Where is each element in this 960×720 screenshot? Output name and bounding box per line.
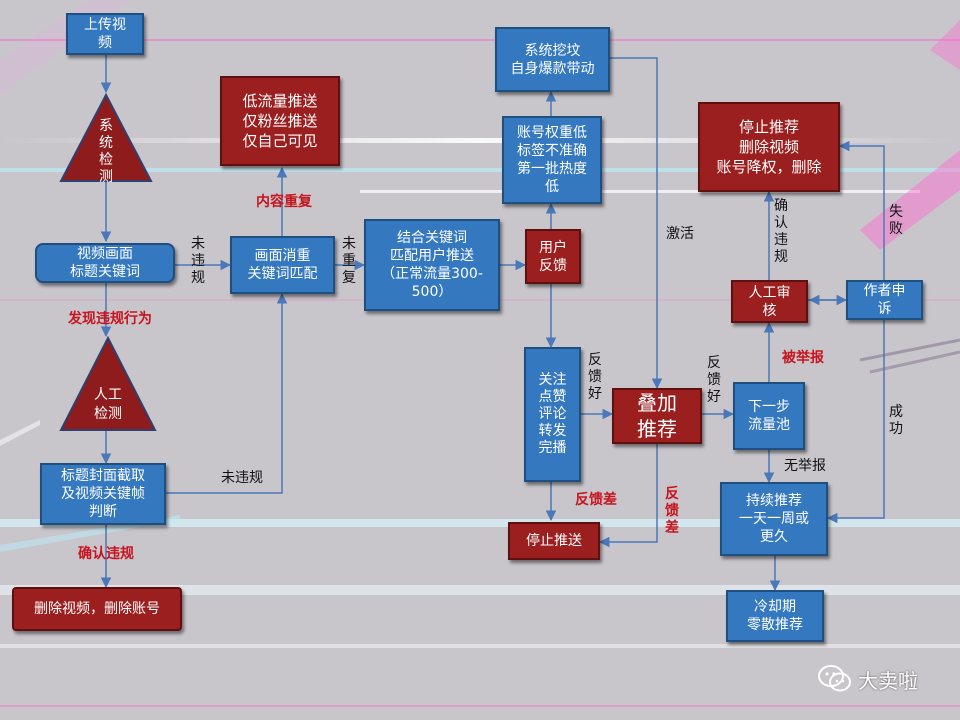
wechat-icon	[818, 665, 851, 692]
label-not-violate-1: 未 违 规	[191, 236, 205, 286]
arrow-mine-to-stack	[610, 57, 663, 390]
node-delete-video-account: 删除视频，删除账号	[12, 587, 182, 631]
label-content-duplicate: 内容重复	[256, 194, 312, 210]
arrow-appeal-to-stoprec	[838, 140, 885, 280]
label-confirm-violation: 确认违规	[78, 546, 134, 562]
node-next-traffic-pool: 下一步 流量池	[733, 382, 805, 450]
label-feedback-good-2: 反 馈 好	[707, 355, 721, 405]
node-cover-frame-check: 标题封面截取 及视频关键帧 判断	[40, 463, 166, 525]
node-system-mining: 系统挖坟 自身爆款带动	[495, 27, 610, 92]
label-feedback-good-1: 反 馈 好	[588, 352, 602, 402]
node-user-feedback: 用户 反馈	[525, 229, 581, 284]
triangle-manual-check	[59, 336, 157, 431]
label-not-reported: 无举报	[784, 458, 826, 474]
arrow-cover-to-dedup	[166, 292, 288, 494]
node-dedup-match: 画面消重 关键词匹配	[230, 236, 335, 294]
watermark-text: 大卖啦	[858, 668, 918, 693]
node-video-title-keywords: 视频画面 标题关键词	[35, 243, 175, 283]
label-feedback-bad-1: 反馈差	[575, 492, 617, 508]
label-fail: 失 败	[889, 204, 903, 237]
triangle-system-check	[59, 93, 153, 182]
node-manual-review: 人工审 核	[731, 280, 808, 323]
node-engagement: 关注 点赞 评论 转发 完播	[524, 347, 581, 482]
node-upload-video: 上传视 频	[66, 13, 144, 55]
node-author-appeal: 作者申 诉	[846, 280, 923, 320]
label-not-duplicate: 未 重 复	[342, 236, 356, 286]
label-reported: 被举报	[782, 350, 824, 366]
system-check-text: 系 统 检 测	[99, 118, 113, 185]
arrow-appeal-to-keep	[826, 320, 885, 524]
arrow-stack-to-stop	[598, 444, 658, 548]
label-found-violation: 发现违规行为	[68, 311, 152, 327]
node-stop-recommend: 停止推荐 删除视频 账号降权，删除	[698, 102, 840, 192]
node-keep-recommend: 持续推荐 一天一周或 更久	[720, 482, 828, 556]
node-stack-recommend: 叠加 推荐	[612, 388, 702, 444]
node-cooldown: 冷却期 零散推荐	[726, 590, 824, 642]
watermark: 大卖啦	[818, 662, 948, 696]
manual-check-text: 人工 检测	[94, 387, 122, 422]
label-activate: 激活	[666, 226, 694, 242]
node-stop-push: 停止推送	[508, 522, 600, 560]
label-confirm-violation-2: 确 认 违 规	[774, 198, 788, 265]
label-success: 成 功	[889, 404, 903, 437]
node-low-account-weight: 账号权重低 标签不准确 第一批热度 低	[502, 116, 602, 204]
node-keyword-match-push: 结合关键词 匹配用户推送 （正常流量300- 500）	[364, 219, 500, 311]
node-low-flow: 低流量推送 仅粉丝推送 仅自己可见	[220, 76, 340, 166]
label-feedback-bad-2: 反 馈 差	[665, 486, 679, 536]
label-not-violate-2: 未违规	[221, 470, 263, 486]
